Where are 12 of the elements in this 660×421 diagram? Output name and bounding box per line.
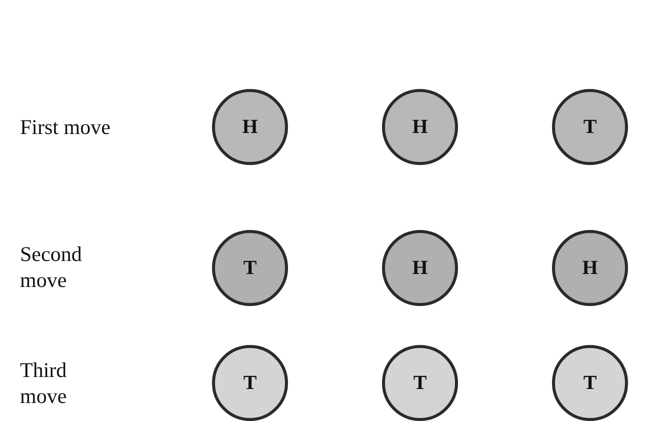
coin-face-letter: T [243,372,257,394]
coin-face-letter: T [583,116,597,138]
coin-face-letter: H [582,256,598,280]
coin-face-letter: H [412,116,428,138]
coin-face-letter: T [243,256,257,280]
coin-face-letter: H [412,256,428,280]
coin-face-letter: H [242,116,258,138]
row-label: First move [20,114,112,140]
coin-face-letter: T [413,372,427,394]
row-label: Second move [20,241,83,293]
row-label: Third move [20,357,68,409]
coin-face-letter: T [583,372,597,394]
